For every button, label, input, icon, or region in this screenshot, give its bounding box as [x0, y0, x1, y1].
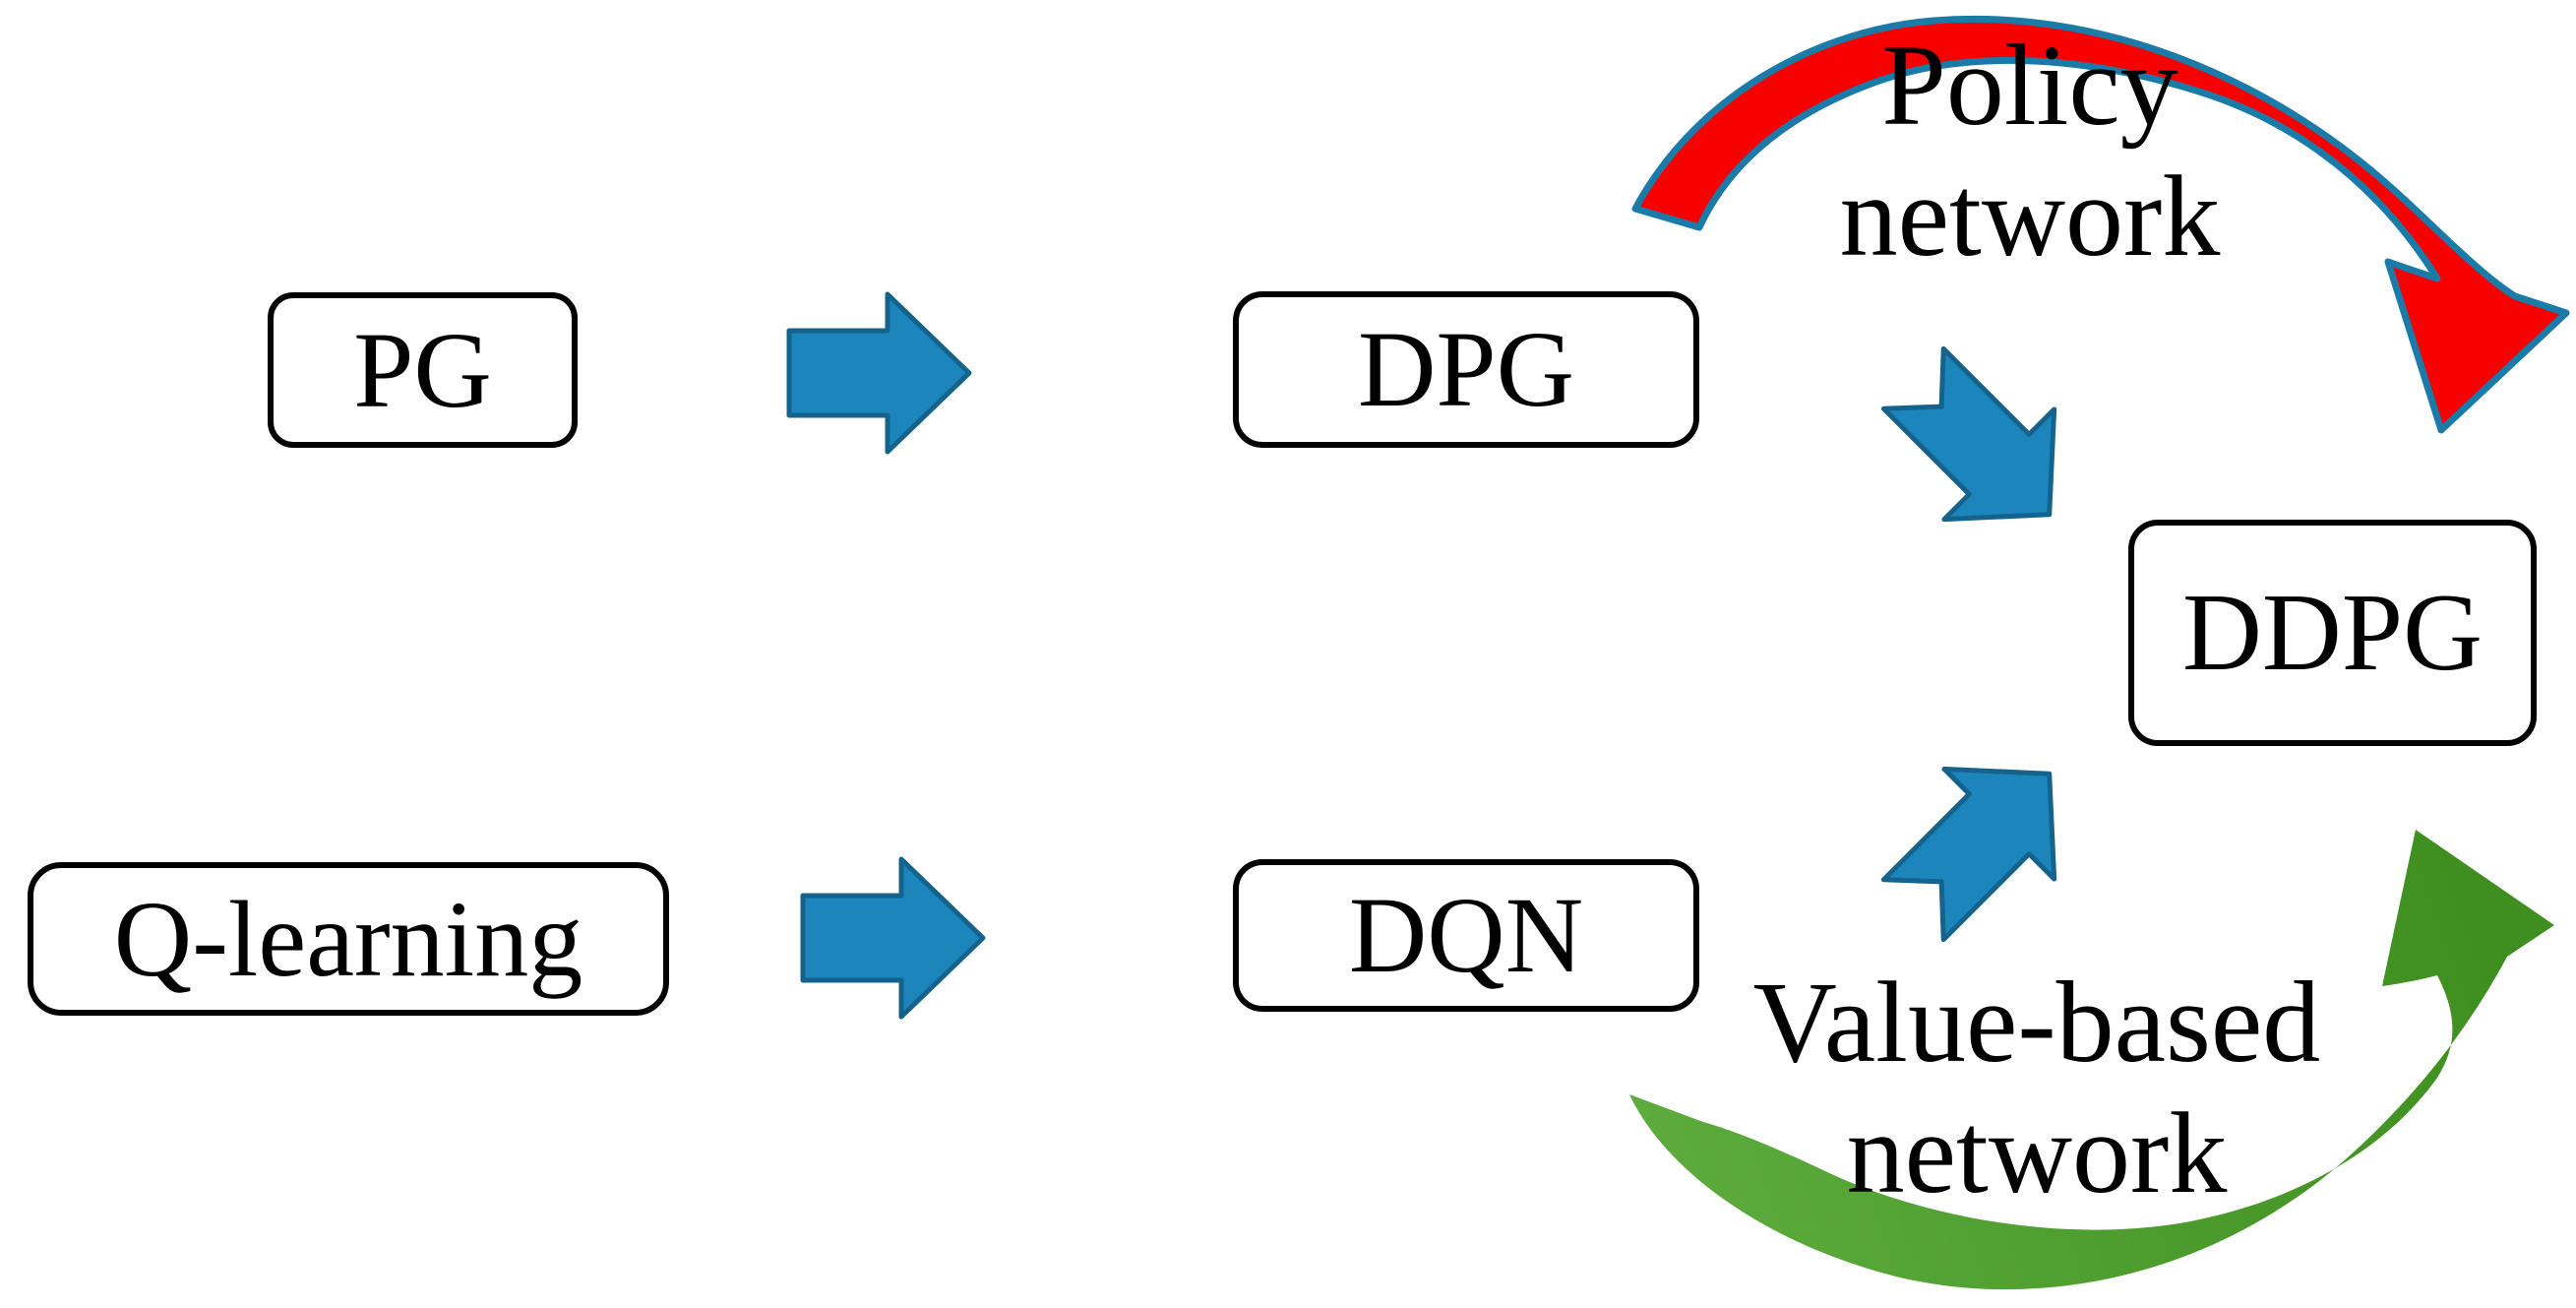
value-based-network-label-line2: network [1846, 1089, 2228, 1218]
node-q-learning: Q-learning [28, 862, 669, 1016]
policy-network-label-line2: network [1839, 152, 2221, 281]
node-dpg-label: DPG [1357, 309, 1575, 429]
value-network-green-curved-arrow [1629, 830, 2554, 1290]
policy-network-red-curved-arrow [1631, 15, 2570, 434]
dpg-to-ddpg-arrow [1880, 345, 2057, 523]
node-ddpg-label: DDPG [2182, 571, 2483, 694]
value-based-network-label: Value-based network [1692, 957, 2381, 1219]
qlearning-to-dqn-arrow [800, 856, 986, 1020]
node-dqn-label: DQN [1348, 875, 1584, 995]
policy-network-label: Policy network [1686, 20, 2374, 282]
pg-to-dpg-arrow [786, 291, 972, 455]
node-pg: PG [268, 292, 578, 448]
node-dqn: DQN [1233, 859, 1699, 1012]
node-dpg: DPG [1233, 291, 1699, 448]
policy-network-label-line1: Policy [1881, 21, 2178, 150]
dqn-to-ddpg-arrow [1880, 766, 2057, 943]
node-ddpg: DDPG [2128, 520, 2537, 746]
node-q-learning-label: Q-learning [113, 878, 583, 999]
value-based-network-label-line1: Value-based [1752, 958, 2321, 1087]
node-pg-label: PG [353, 309, 492, 430]
